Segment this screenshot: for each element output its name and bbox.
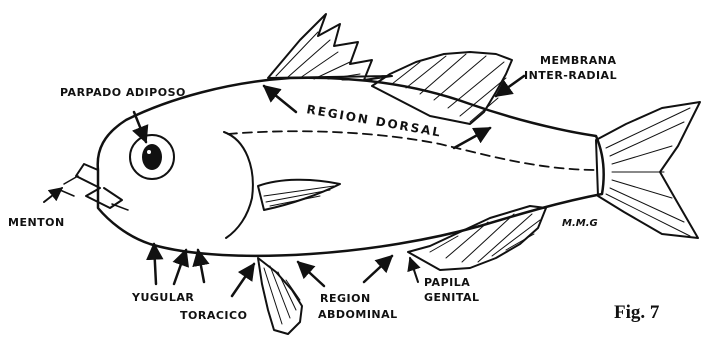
figure-caption: Fig. 7 [614, 302, 660, 323]
soft-dorsal-fin [372, 52, 512, 124]
label-region-dorsal: REGION DORSAL [305, 102, 443, 140]
caudal-fin [596, 102, 700, 238]
label-abdominal: ABDOMINAL [318, 308, 398, 321]
label-papila: PAPILA [424, 276, 470, 289]
label-region: REGION [320, 292, 371, 305]
arrow-papila [410, 258, 418, 282]
arrow-toracico [232, 264, 254, 296]
label-arrows [44, 76, 524, 296]
arrow-menton [44, 188, 62, 202]
arrow-yugular-2 [174, 250, 186, 284]
label-yugular: YUGULAR [131, 291, 194, 304]
arrow-yugular-1 [154, 244, 156, 284]
fish-body [60, 78, 604, 256]
label-inter-radial: INTER-RADIAL [524, 69, 617, 82]
arrow-region-dorsal-left [264, 86, 296, 112]
label-genital: GENITAL [424, 291, 480, 304]
label-membrana: MEMBRANA [540, 54, 617, 67]
arrow-region-dorsal-right [454, 128, 490, 148]
label-parpado-adiposo: PARPADO ADIPOSO [60, 86, 186, 99]
artist-signature: M.M.G [562, 218, 598, 229]
label-menton: MENTON [8, 216, 65, 229]
spiny-dorsal-fin [268, 14, 392, 80]
arrow-abdominal [298, 262, 324, 286]
arrow-abdominal-2 [364, 256, 392, 282]
label-toracico: TORACICO [180, 309, 247, 322]
pelvic-fin [258, 258, 302, 334]
